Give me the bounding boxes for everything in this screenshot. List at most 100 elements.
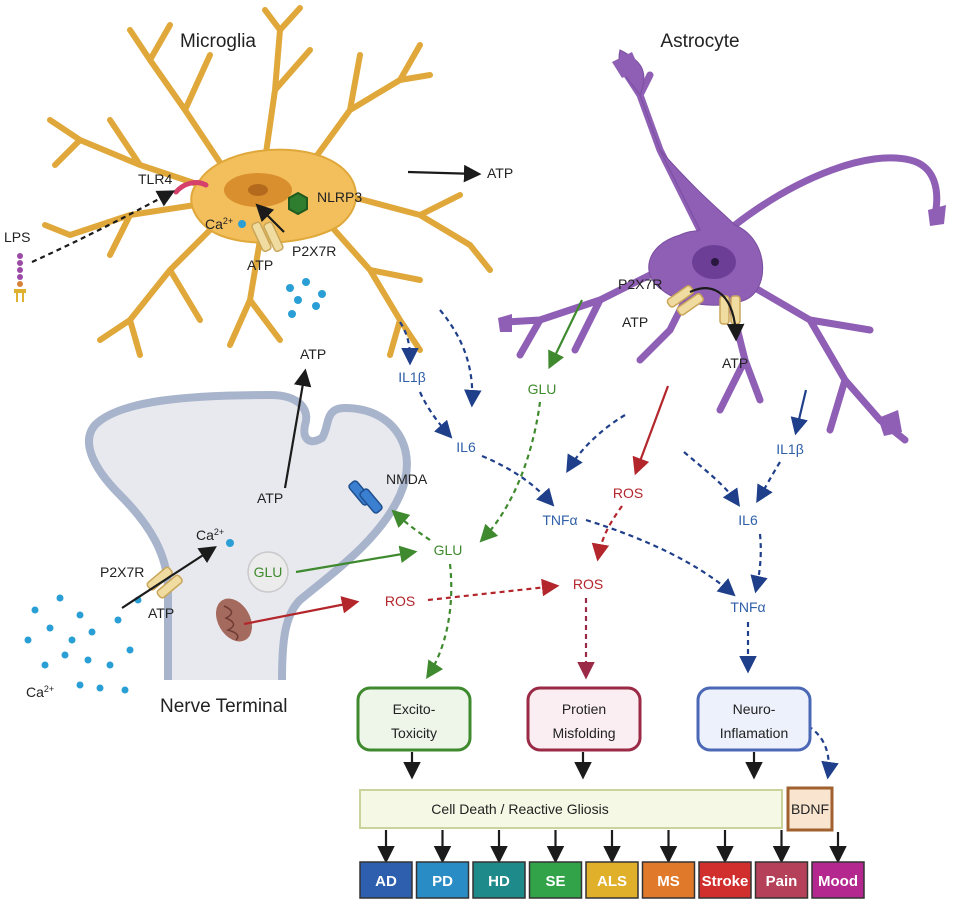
outcome-line2: Inflamation [720, 725, 788, 741]
disease-tile-stroke: Stroke [698, 861, 752, 899]
mitochondrion-icon [215, 598, 253, 642]
nerve-ca-label: Ca2+ [196, 527, 224, 543]
disease-label: Stroke [702, 873, 749, 890]
astrocyte-cell [498, 49, 946, 444]
disease-tile-pd: PD [415, 861, 470, 899]
arrow-glu-to-excitotoxicity [426, 563, 453, 679]
arrow-il1b-to-il6 [418, 391, 453, 439]
arrows-layer [31, 164, 847, 864]
disease-tile-pain: Pain [754, 861, 809, 899]
astrocyte-p2x7r-label: P2X7R [618, 276, 662, 292]
astrocyte-p2x7r-channel-icon [666, 285, 741, 325]
arrow-astrocyte-to-tnfa [566, 414, 626, 474]
extracellular-ca-ions-icon [24, 594, 142, 694]
outcome-line2: Toxicity [391, 725, 437, 741]
bdnf-label: BDNF [791, 801, 829, 817]
nlrp3-label: NLRP3 [317, 189, 362, 205]
arrow-p2x7r-to-nucleus [255, 203, 285, 233]
disease-label: Pain [766, 873, 798, 890]
outcome-box-2: Neuro- Inflamation [696, 686, 812, 752]
nerve-glu-out-label: GLU [434, 542, 463, 558]
astrocyte-atp-in-label: ATP [622, 314, 648, 330]
outcome-box-0: Excito- Toxicity [356, 686, 472, 752]
disease-label: MS [657, 873, 680, 890]
arrow-astro-ros-to-ros [591, 505, 623, 562]
astrocyte-ros-label: ROS [613, 485, 643, 501]
arrow-nerve-atp-up [283, 368, 312, 489]
disease-label: ALS [597, 873, 627, 890]
arrow-astrocyte-atp-out [689, 287, 745, 342]
microglia-atp-released-label: ATP [300, 346, 326, 362]
outcome-line2: Misfolding [552, 725, 615, 741]
arrow-astro-glu-to-glu [479, 401, 542, 543]
astrocyte-title: Astrocyte [660, 31, 739, 52]
astrocyte-glu-label: GLU [528, 381, 557, 397]
arrow-glu-to-nmda [391, 509, 431, 541]
arrow-microglia-to-il1b [399, 321, 419, 366]
outcome-line1: Protien [562, 701, 606, 717]
astrocyte-il6-label: IL6 [738, 512, 758, 528]
nerve-p2x7r-label: P2X7R [100, 564, 144, 580]
nerve-terminal-shape [85, 391, 411, 681]
nlrp3-inflammasome-icon [288, 191, 308, 216]
center-ros-label: ROS [573, 576, 603, 592]
disease-tile-hd: HD [472, 861, 526, 899]
microglia-ca-label: Ca2+ [205, 216, 233, 232]
arrow-mito-to-ros [243, 596, 360, 626]
disease-label: AD [375, 873, 397, 890]
arrow-il1b-to-il6-right [756, 461, 781, 504]
tlr4-label: TLR4 [138, 171, 172, 187]
microglia-atp-out-label: ATP [487, 165, 513, 181]
tile-arrows-group [377, 830, 847, 864]
astrocyte-atp-out-label: ATP [722, 355, 748, 371]
glu-vesicle-icon [247, 551, 289, 593]
bdnf-box [786, 786, 834, 832]
outcome-line1: Excito- [393, 701, 436, 717]
tlr4-receptor-icon [173, 180, 209, 195]
nerve-ca-ion-icon [226, 539, 234, 547]
lps-molecule-icon [14, 253, 26, 302]
cell-death-bar [359, 789, 783, 829]
nerve-atp-label: ATP [257, 490, 283, 506]
vesicle-glu-label: GLU [254, 564, 283, 580]
microglia-title: Microglia [180, 31, 256, 52]
astrocyte-il1b-label: IL1β [776, 441, 804, 457]
arrow-astrocyte-to-il1b [790, 389, 808, 436]
disease-tile-ms: MS [641, 861, 696, 899]
arrow-lps-to-tlr4 [31, 190, 176, 263]
outcome-line1: Neuro- [733, 701, 776, 717]
p2x7r-channel-icon [251, 221, 284, 253]
center-tnfa-label: TNFα [542, 512, 577, 528]
arrow-inflammation-to-bdnf [799, 720, 839, 780]
disease-tile-mood: Mood [811, 861, 865, 899]
microglia-il6-label: IL6 [456, 439, 476, 455]
disease-label: PD [432, 873, 453, 890]
disease-tile-ad: AD [359, 861, 413, 899]
arrow-vesicle-to-glu [295, 545, 418, 574]
disease-label: HD [488, 873, 510, 890]
arrow-astrocyte-to-il6 [683, 451, 740, 507]
arrow-microglia-atp-out [407, 164, 482, 183]
arrow-nerve-ca-influx [121, 546, 217, 609]
nmda-receptor-icon [348, 480, 383, 514]
arrow-nerve-ros-to-ros [427, 578, 560, 602]
disease-tile-se: SE [528, 861, 583, 899]
disease-tile-als: ALS [585, 861, 639, 899]
nmda-label: NMDA [386, 471, 428, 487]
cell-death-label: Cell Death / Reactive Gliosis [431, 801, 608, 817]
microglia-cell [42, 5, 493, 358]
microglia-p2x7r-label: P2X7R [292, 243, 336, 259]
arrow-il6-to-tnfa [481, 454, 555, 507]
arrow-il6-to-tnfa-right [750, 533, 768, 594]
disease-tiles: AD PD HD SE ALS MS Stroke Pain Mood [359, 861, 865, 899]
disease-label: Mood [818, 873, 858, 890]
microglia-il1b-label: IL1β [398, 369, 426, 385]
arrow-astrocyte-to-glu [548, 299, 583, 370]
nerve-ros-out-label: ROS [385, 593, 415, 609]
lps-label: LPS [4, 229, 30, 245]
ca-ion-icon [238, 220, 246, 228]
